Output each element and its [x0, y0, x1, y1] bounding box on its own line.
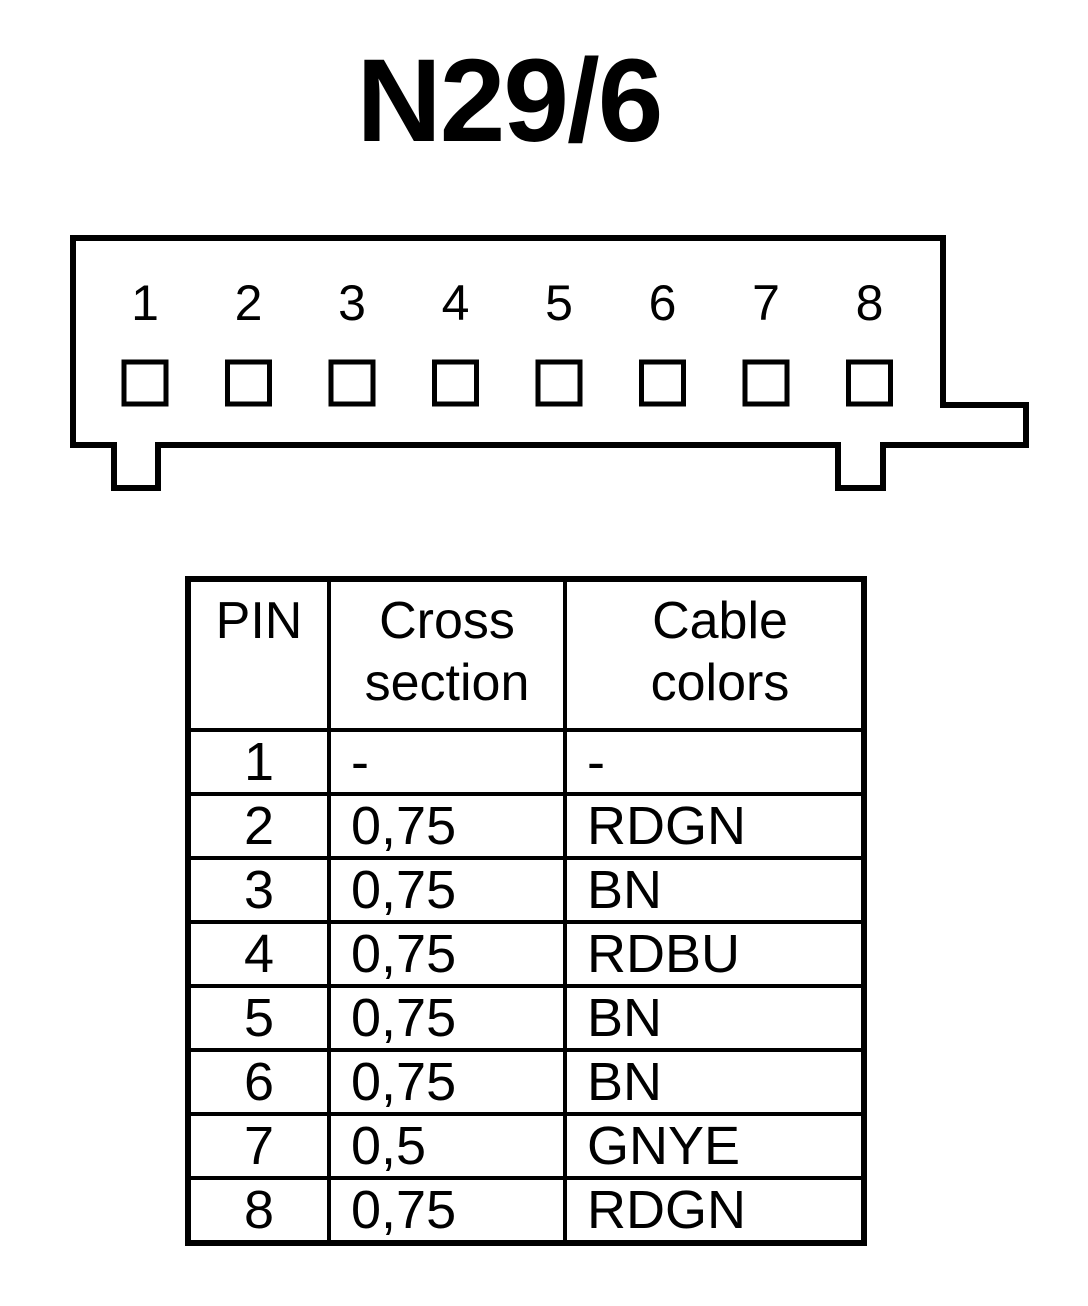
cell-cable-color: RDBU: [563, 920, 866, 988]
cell-pin: 8: [186, 1176, 331, 1245]
cell-cross-section: 0,75: [327, 856, 567, 924]
header-cable-colors: Cable colors: [563, 577, 866, 732]
cell-cross-section: 0,5: [327, 1112, 567, 1180]
connector-diagram: 1 2 3 4 5 6 7 8: [70, 235, 1029, 491]
cell-pin: 3: [186, 856, 331, 924]
table-row: 1 - -: [186, 728, 866, 796]
table-row: 4 0,75 RDBU: [186, 920, 866, 988]
pin-label-8: 8: [856, 275, 884, 331]
cell-pin: 7: [186, 1112, 331, 1180]
pin-label-1: 1: [131, 275, 159, 331]
pin-label-3: 3: [338, 275, 366, 331]
cell-pin: 2: [186, 792, 331, 860]
header-cross-section: Cross section: [327, 577, 567, 732]
connector-title: N29/6: [356, 35, 664, 167]
cell-pin: 5: [186, 984, 331, 1052]
pin-contact-8: [846, 359, 893, 407]
pin-contact-7: [742, 359, 790, 407]
pin-label-2: 2: [235, 275, 263, 331]
table-row: 5 0,75 BN: [186, 984, 866, 1052]
cell-cross-section: -: [327, 728, 567, 796]
pin-label-4: 4: [442, 275, 470, 331]
table-row: 2 0,75 RDGN: [186, 792, 866, 860]
cell-pin: 4: [186, 920, 331, 988]
pin-label-5: 5: [545, 275, 573, 331]
pin-group: 1 2 3 4 5 6 7 8: [121, 275, 893, 407]
cell-cable-color: RDGN: [563, 1176, 866, 1245]
cell-cable-color: BN: [563, 1048, 866, 1116]
table-row: 7 0,5 GNYE: [186, 1112, 866, 1180]
cell-cross-section: 0,75: [327, 984, 567, 1052]
cell-cable-color: RDGN: [563, 792, 866, 860]
cell-cross-section: 0,75: [327, 920, 567, 988]
pin-label-6: 6: [649, 275, 677, 331]
cell-cable-color: GNYE: [563, 1112, 866, 1180]
table-row: 6 0,75 BN: [186, 1048, 866, 1116]
cell-cross-section: 0,75: [327, 1048, 567, 1116]
connector-housing-outline: [70, 235, 1029, 491]
pin-contact-6: [639, 359, 686, 407]
pin-label-7: 7: [752, 275, 780, 331]
cell-cable-color: BN: [563, 856, 866, 924]
pin-contact-5: [535, 359, 583, 407]
table-header-row: PIN Cross section Cable colors: [186, 577, 866, 732]
cell-cross-section: 0,75: [327, 1176, 567, 1245]
pin-assignment-table: PIN Cross section Cable colors 1 - - 2 0…: [185, 576, 867, 1246]
cell-cross-section: 0,75: [327, 792, 567, 860]
cell-cable-color: -: [563, 728, 866, 796]
pin-contact-3: [328, 359, 376, 407]
header-pin: PIN: [186, 577, 331, 732]
table-row: 8 0,75 RDGN: [186, 1176, 866, 1245]
cell-pin: 6: [186, 1048, 331, 1116]
cell-pin: 1: [186, 728, 331, 796]
table-row: 3 0,75 BN: [186, 856, 866, 924]
pin-contact-4: [432, 359, 479, 407]
pin-contact-2: [225, 359, 272, 407]
pin-contact-1: [121, 359, 169, 407]
cell-cable-color: BN: [563, 984, 866, 1052]
